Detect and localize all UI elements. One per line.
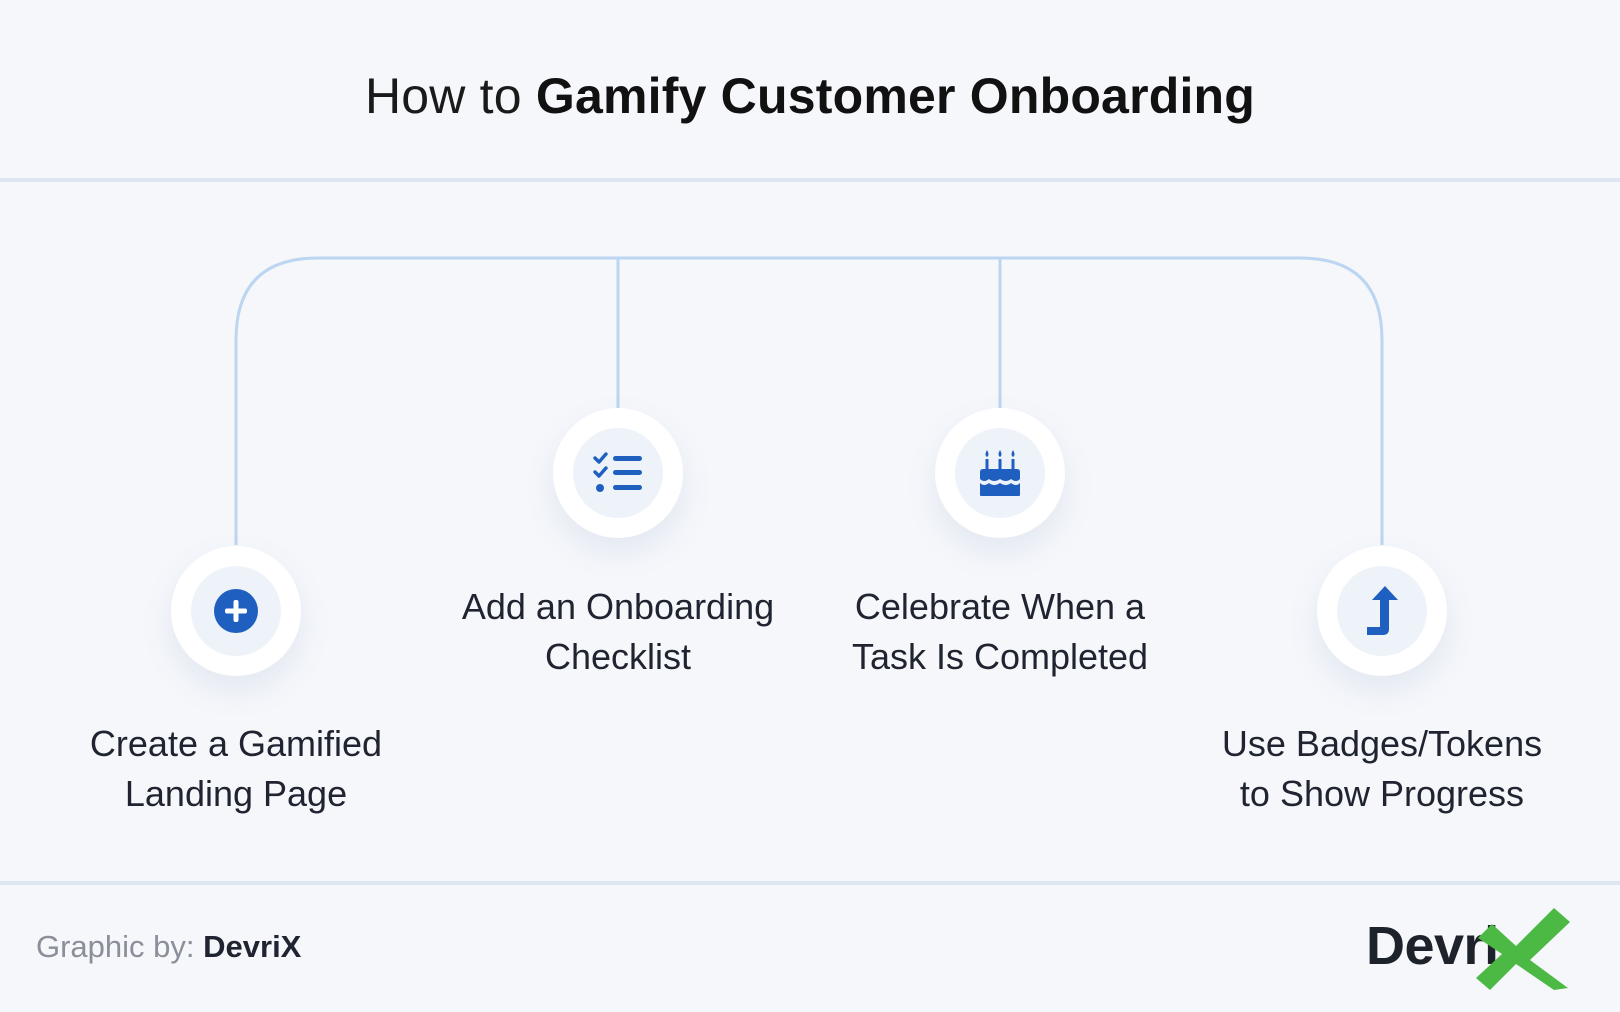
logo-x-icon (1476, 908, 1570, 990)
birthday-cake-icon (980, 450, 1020, 496)
graphic-credit: Graphic by: DevriX (36, 925, 301, 969)
checklist-icon (593, 452, 642, 492)
step-label-line: to Show Progress (1239, 773, 1525, 814)
step-node-celebrate (935, 408, 1065, 538)
step-label-landing-page: Create a Gamified Landing Page (46, 719, 426, 819)
title-emphasis: Gamify Customer Onboarding (535, 68, 1256, 124)
step-label-line: Use Badges/Tokens (1221, 723, 1543, 764)
step-node-landing-page (171, 546, 301, 676)
plus-circle-icon (214, 589, 258, 633)
step-node-badges (1317, 546, 1447, 676)
step-label-line: Celebrate When a (854, 586, 1146, 627)
step-label-line: Checklist (544, 636, 692, 677)
step-label-line: Task Is Completed (851, 636, 1149, 677)
title-prefix: How to (364, 68, 522, 124)
step-label-celebrate: Celebrate When a Task Is Completed (810, 582, 1190, 682)
step-node-checklist (553, 408, 683, 538)
step-label-line: Create a Gamified (89, 723, 383, 764)
top-divider (0, 178, 1620, 182)
devrix-logo: Devri (1366, 900, 1586, 990)
step-label-checklist: Add an Onboarding Checklist (428, 582, 808, 682)
bottom-divider (0, 881, 1620, 885)
step-label-badges: Use Badges/Tokens to Show Progress (1192, 719, 1572, 819)
credit-prefix: Graphic by: (36, 929, 195, 964)
step-label-line: Landing Page (124, 773, 348, 814)
logo-text: Devri (1366, 916, 1499, 976)
step-label-line: Add an Onboarding (461, 586, 775, 627)
arrow-up-icon (1367, 586, 1398, 635)
page-title: How to Gamify Customer Onboarding (0, 56, 1620, 136)
credit-name: DevriX (203, 929, 302, 964)
